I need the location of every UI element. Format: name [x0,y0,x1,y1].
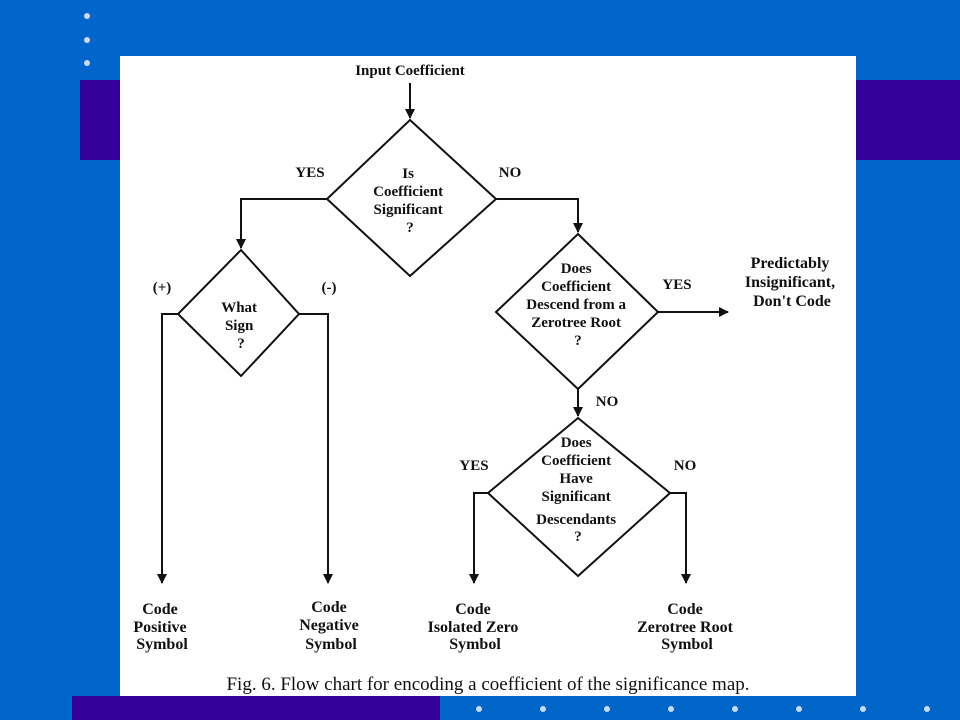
arrow-significant-no [496,198,583,233]
decision-sign-diamond [176,248,301,378]
decorative-dot [84,13,90,19]
output-zerotree-text: Code Zerotree Root Symbol [637,601,737,653]
output-negative-text: Code Negative Symbol [299,599,363,653]
decision-sign-text: What Sign ? [221,300,261,352]
decision-descendants-diamond [486,416,672,578]
decision-significant-diamond [325,118,498,278]
decorative-dot [84,37,90,43]
arrow-descendants-yes [469,492,488,584]
output-isolated-text: Code Isolated Zero Symbol [428,601,523,653]
decorative-dot [924,706,930,712]
decorative-dot [668,706,674,712]
figure-caption: Fig. 6. Flow chart for encoding a coeffi… [226,674,749,695]
decorative-dot [84,60,90,66]
sign-plus-label: (+) [153,280,172,296]
arrow-significant-yes [236,198,327,249]
descend-no-label: NO [596,394,619,410]
flowchart-svg: Input Coefficient Is Coefficient Signifi… [133,63,839,695]
arrow-sign-plus [157,313,178,584]
descendants-no-label: NO [674,458,697,474]
decision-descendants-text: Does Coefficient Have Significant Descen… [536,435,620,545]
decision-descend-text: Does Coefficient Descend from a Zerotree… [526,261,629,349]
decorative-dot [732,706,738,712]
output-positive-text: Code Positive Symbol [133,601,190,653]
significant-yes-label: YES [295,165,324,181]
sign-minus-label: (-) [322,280,337,296]
decorative-dot [860,706,866,712]
bottom-accent-band [72,696,440,720]
decorative-dot [476,706,482,712]
decorative-dot [540,706,546,712]
arrow-descendants-no [670,492,691,584]
arrow-sign-minus [299,313,333,584]
significant-no-label: NO [499,165,522,181]
decorative-dot [796,706,802,712]
descendants-yes-label: YES [459,458,488,474]
predictable-text: Predictably Insignificant, Don't Code [745,255,839,310]
decorative-dot [604,706,610,712]
flowchart-figure: Input Coefficient Is Coefficient Signifi… [120,56,856,696]
decision-significant-text: Is Coefficient Significant ? [373,166,447,236]
descend-yes-label: YES [662,277,691,293]
input-label: Input Coefficient [355,63,465,79]
